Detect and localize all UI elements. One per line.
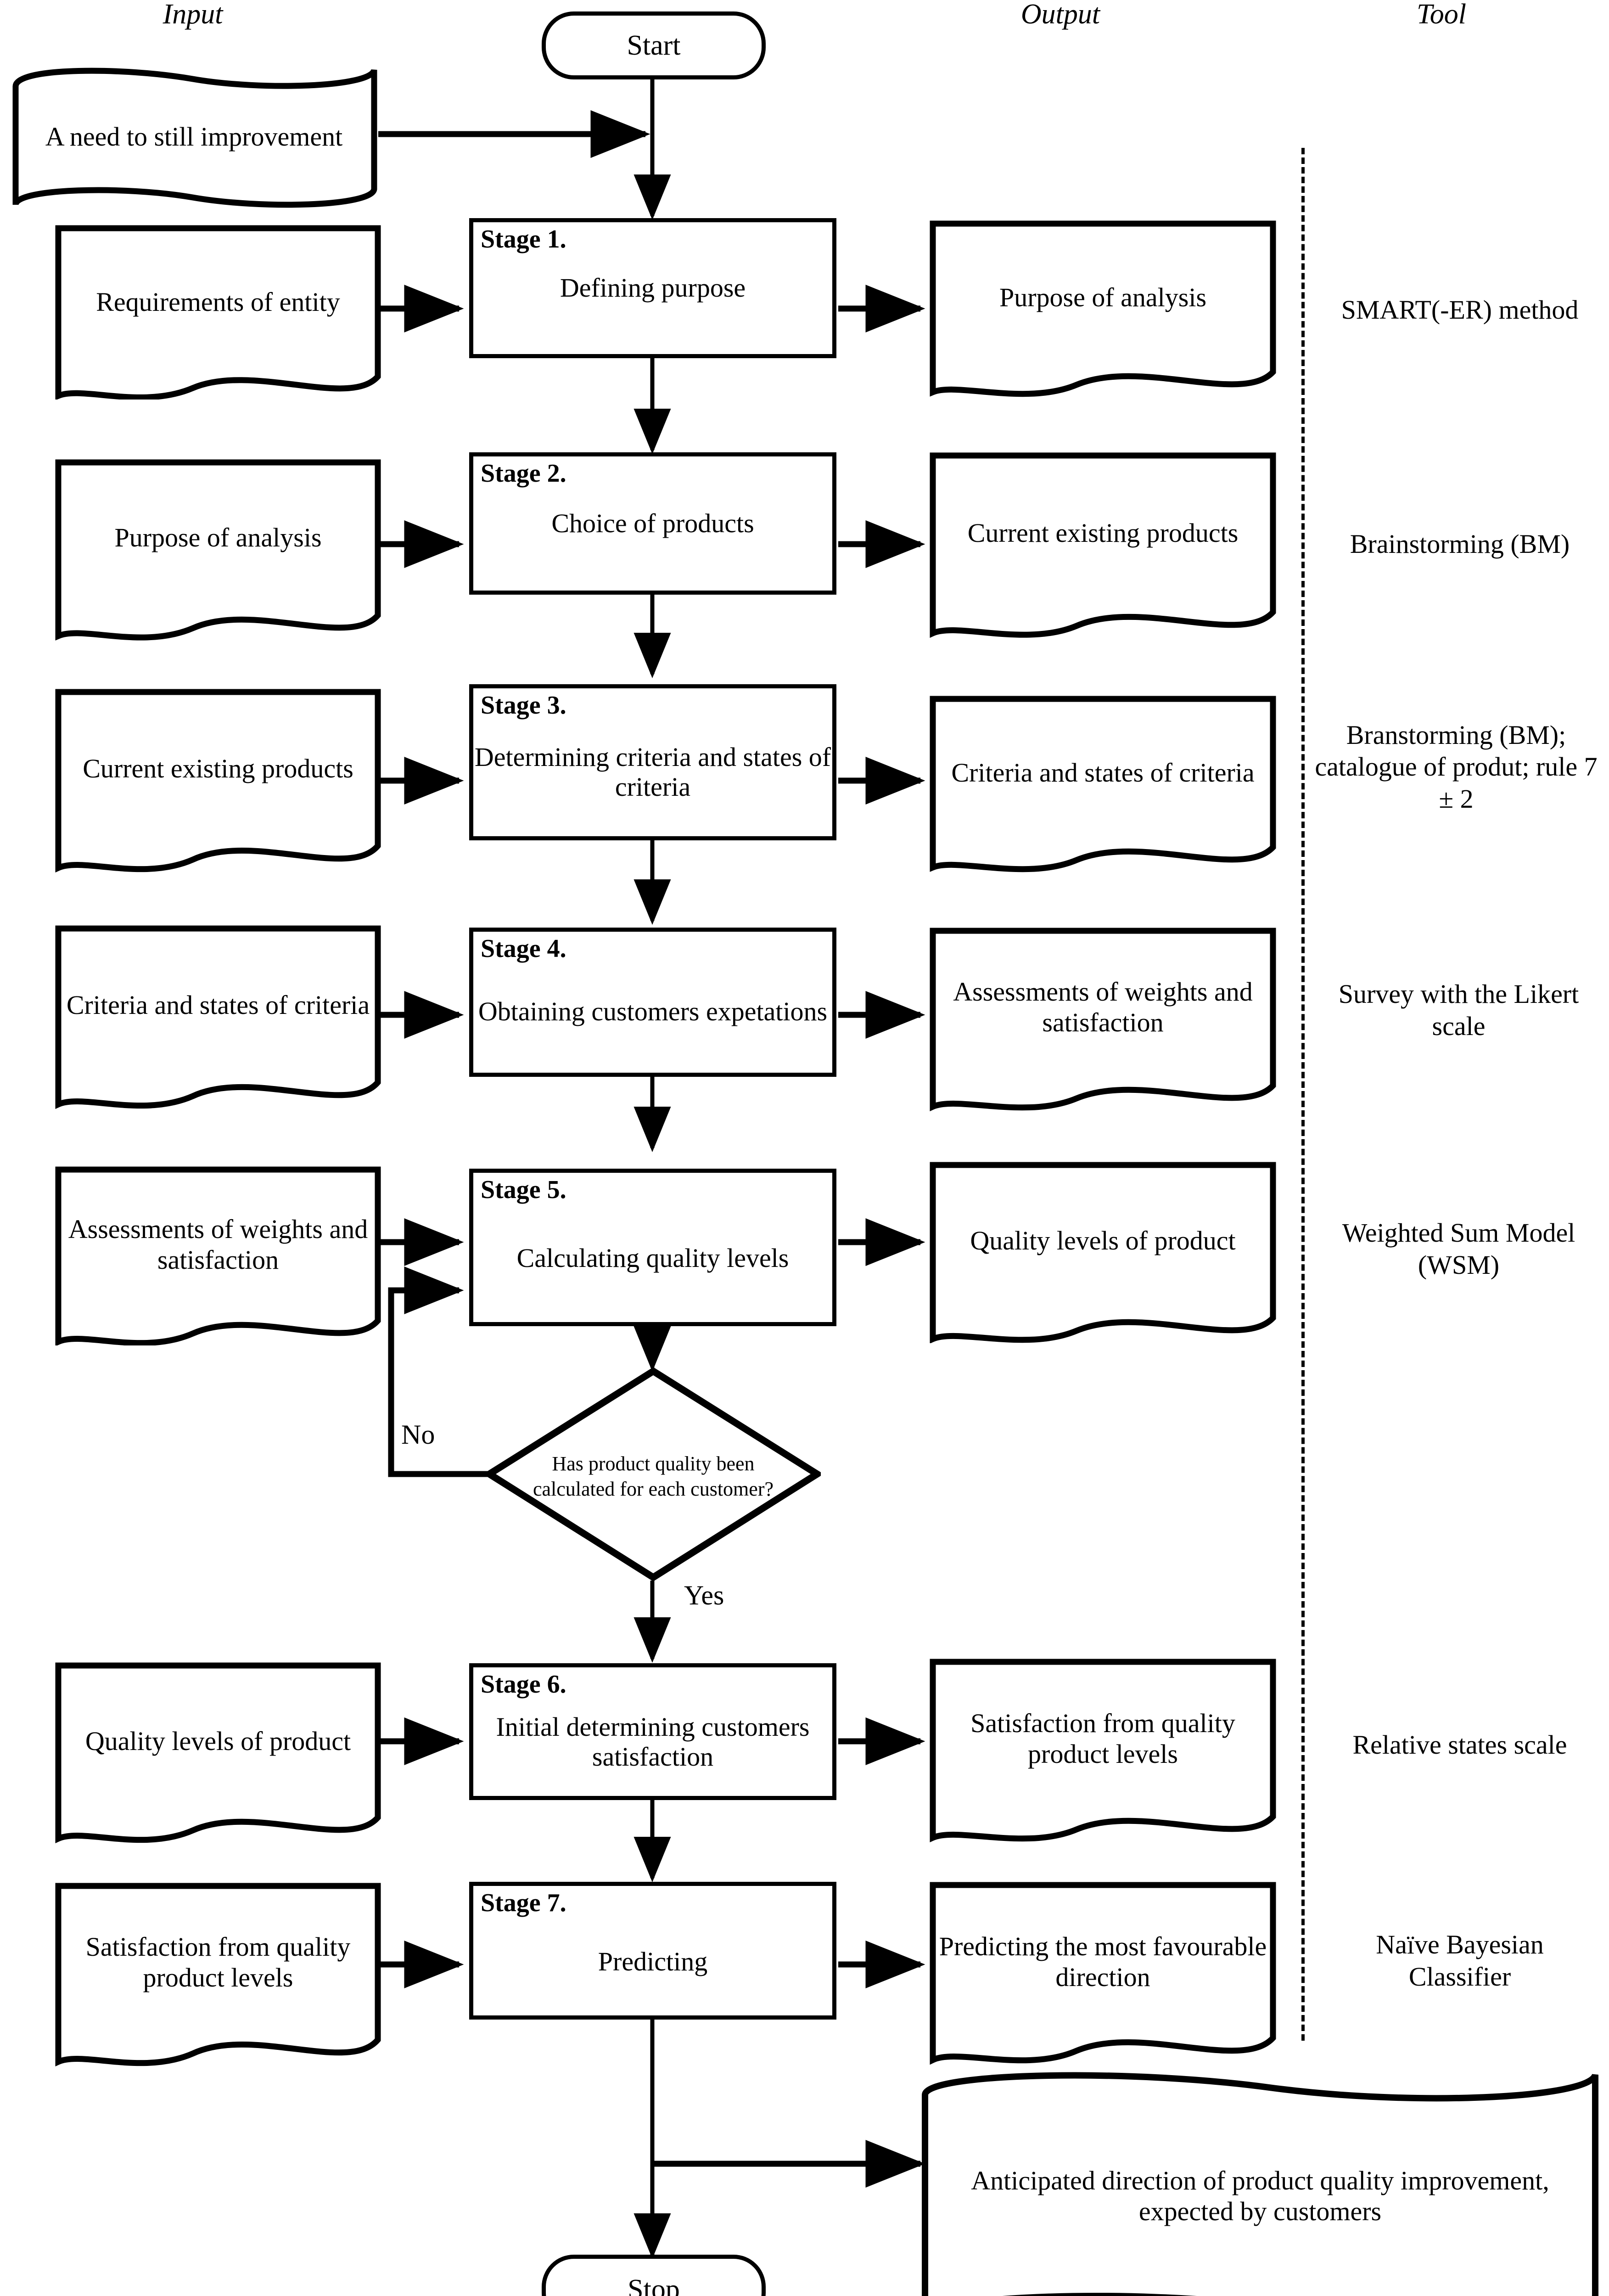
- terminator-stop[interactable]: Stop: [542, 2255, 766, 2296]
- process-stage-7-body: Predicting: [598, 1946, 708, 1976]
- decision-quality-calculated[interactable]: Has product quality been calculated for …: [486, 1367, 821, 1581]
- process-stage-1-label: Stage 1.: [481, 225, 566, 253]
- document-output-3-text: Criteria and states of criteria: [951, 758, 1255, 788]
- tool-column-divider: [1301, 148, 1305, 2041]
- document-output-7-text: Predicting the most favourable direction: [939, 1931, 1267, 1992]
- column-header-input: Input: [163, 0, 223, 30]
- process-stage-2[interactable]: Stage 2. Choice of products: [469, 452, 836, 595]
- document-input-1: Requirements of entity: [55, 225, 381, 400]
- document-output-1-text: Purpose of analysis: [999, 282, 1207, 313]
- process-stage-3-body: Determining criteria and states of crite…: [474, 742, 831, 802]
- document-initial-input: A need to still improvement: [9, 63, 379, 210]
- document-input-5-text: Assessments of weights and satisfaction: [68, 1214, 368, 1275]
- terminator-stop-label: Stop: [628, 2274, 680, 2296]
- document-output-4: Assessments of weights and satisfaction: [930, 928, 1276, 1111]
- document-input-3: Current existing products: [55, 689, 381, 872]
- process-stage-6[interactable]: Stage 6. Initial determining customers s…: [469, 1663, 836, 1800]
- document-input-2-text: Purpose of analysis: [114, 523, 322, 553]
- process-stage-4[interactable]: Stage 4. Obtaining customers expetations: [469, 928, 836, 1077]
- edge-label-no: No: [401, 1419, 435, 1450]
- process-stage-1-body: Defining purpose: [560, 273, 746, 303]
- column-header-output: Output: [1020, 0, 1100, 30]
- process-stage-5[interactable]: Stage 5. Calculating quality levels: [469, 1169, 836, 1326]
- document-input-5: Assessments of weights and satisfaction: [55, 1166, 381, 1345]
- document-input-2: Purpose of analysis: [55, 459, 381, 641]
- document-input-1-text: Requirements of entity: [96, 287, 340, 317]
- process-stage-7[interactable]: Stage 7. Predicting: [469, 1882, 836, 2020]
- tool-cell-3: Branstorming (BM); catalogue of produt; …: [1315, 720, 1598, 814]
- terminator-start[interactable]: Start: [542, 11, 766, 79]
- tool-cell-7: Naïve Bayesian Classifier: [1376, 1930, 1544, 1992]
- document-output-1: Purpose of analysis: [930, 220, 1276, 397]
- process-stage-6-label: Stage 6.: [481, 1670, 566, 1699]
- terminator-start-label: Start: [627, 29, 681, 61]
- tool-cell-5: Weighted Sum Model (WSM): [1342, 1218, 1575, 1280]
- document-output-5: Quality levels of product: [930, 1162, 1276, 1343]
- tool-cell-2: Brainstorming (BM): [1350, 529, 1570, 559]
- tool-cell-6: Relative states scale: [1352, 1730, 1567, 1760]
- document-output-6-text: Satisfaction from quality product levels: [970, 1708, 1235, 1769]
- process-stage-5-label: Stage 5.: [481, 1176, 566, 1204]
- process-stage-1[interactable]: Stage 1. Defining purpose: [469, 218, 836, 358]
- document-final-output: Anticipated direction of product quality…: [920, 2066, 1600, 2296]
- process-stage-6-body: Initial determining customers satisfacti…: [496, 1712, 810, 1772]
- document-output-5-text: Quality levels of product: [970, 1226, 1236, 1256]
- tool-cell-1: SMART(-ER) method: [1341, 295, 1579, 325]
- document-initial-input-text: A need to still improvement: [45, 121, 343, 152]
- column-header-tool: Tool: [1416, 0, 1466, 30]
- process-stage-3-label: Stage 3.: [481, 691, 566, 720]
- document-output-2-text: Current existing products: [967, 518, 1239, 548]
- process-stage-4-body: Obtaining customers expetations: [478, 996, 828, 1027]
- document-input-3-text: Current existing products: [83, 753, 353, 783]
- document-input-4-text: Criteria and states of criteria: [66, 990, 370, 1020]
- process-stage-7-label: Stage 7.: [481, 1889, 566, 1917]
- document-input-7: Satisfaction from quality product levels: [55, 1883, 381, 2066]
- document-output-6: Satisfaction from quality product levels: [930, 1659, 1276, 1842]
- document-output-3: Criteria and states of criteria: [930, 696, 1276, 872]
- edge-label-yes: Yes: [684, 1580, 724, 1610]
- process-stage-2-body: Choice of products: [551, 508, 754, 538]
- tool-cell-4: Survey with the Likert scale: [1338, 979, 1579, 1041]
- document-output-7: Predicting the most favourable direction: [930, 1882, 1276, 2065]
- document-input-6-text: Quality levels of product: [85, 1726, 351, 1756]
- document-output-2: Current existing products: [930, 452, 1276, 638]
- document-input-6: Quality levels of product: [55, 1662, 381, 1844]
- process-stage-5-body: Calculating quality levels: [516, 1243, 789, 1273]
- document-input-7-text: Satisfaction from quality product levels: [85, 1932, 351, 1992]
- process-stage-3[interactable]: Stage 3. Determining criteria and states…: [469, 684, 836, 840]
- process-stage-2-label: Stage 2.: [481, 459, 566, 488]
- process-stage-4-label: Stage 4.: [481, 934, 566, 963]
- document-output-4-text: Assessments of weights and satisfaction: [953, 977, 1253, 1037]
- document-input-4: Criteria and states of criteria: [55, 925, 381, 1109]
- decision-question-text: Has product quality been calculated for …: [533, 1452, 774, 1501]
- document-final-output-text: Anticipated direction of product quality…: [971, 2165, 1549, 2226]
